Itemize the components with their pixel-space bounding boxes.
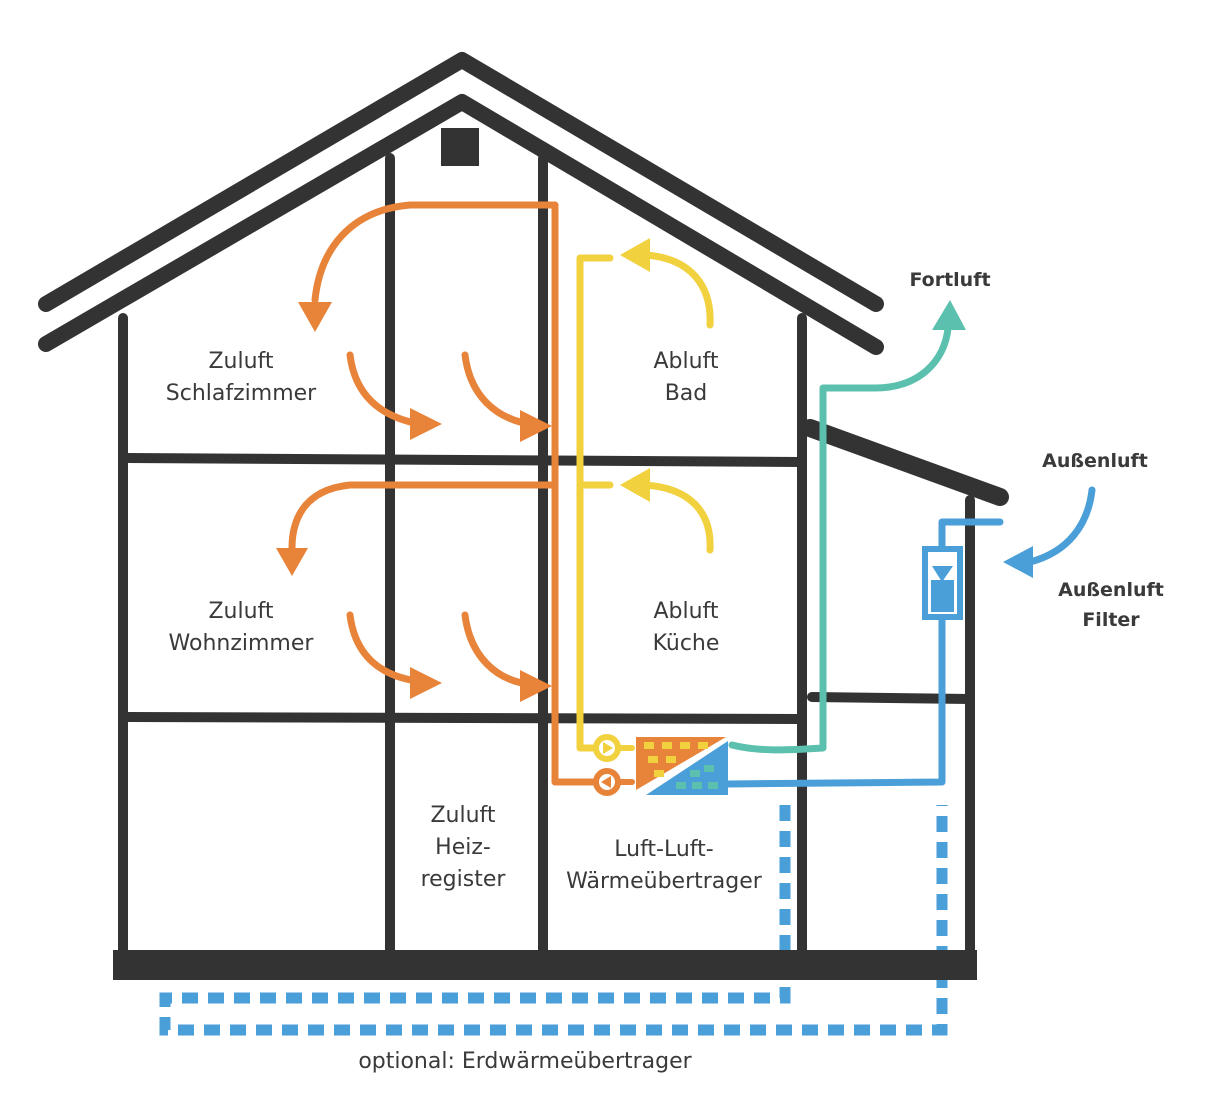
label-zuluft-wohnzimmer: Zuluft Wohnzimmer — [168, 599, 314, 656]
roof — [38, 52, 884, 355]
label-zuluft-schlafzimmer: Zuluft Schlafzimmer — [165, 349, 317, 406]
outgoing-air-arrowhead — [932, 300, 966, 330]
exhaust-air-arrowheads — [620, 238, 650, 502]
outgoing-air-duct — [728, 324, 952, 754]
annex-structure — [801, 419, 1009, 960]
supply-air-duct — [288, 201, 599, 786]
supply-fan-icon — [593, 768, 635, 796]
exhaust-air-duct — [576, 251, 714, 752]
label-erdwaermeuebertrager: optional: Erdwärmeübertrager — [358, 1049, 692, 1074]
label-waermeuebertrager: Luft-Luft- Wärmeübertrager — [566, 837, 762, 894]
label-fortluft: Fortluft — [909, 269, 991, 291]
outside-air-duct — [724, 486, 1096, 788]
house-structure — [118, 153, 807, 960]
outside-air-arrowhead — [1003, 546, 1033, 578]
chimney — [441, 128, 479, 166]
foundation-slab — [113, 950, 977, 980]
exhaust-fan-icon — [593, 734, 635, 762]
heat-exchanger-icon — [636, 737, 728, 795]
air-filter-icon — [922, 546, 963, 620]
label-abluft-kueche: Abluft Küche — [652, 599, 720, 656]
supply-air-arrowheads — [276, 302, 552, 702]
label-aussenluft: Außenluft — [1042, 450, 1148, 472]
label-aussenluft-filter: Außenluft Filter — [1058, 579, 1164, 631]
label-zuluft-heizregister: Zuluft Heiz- register — [420, 803, 506, 892]
label-abluft-bad: Abluft Bad — [653, 349, 719, 406]
